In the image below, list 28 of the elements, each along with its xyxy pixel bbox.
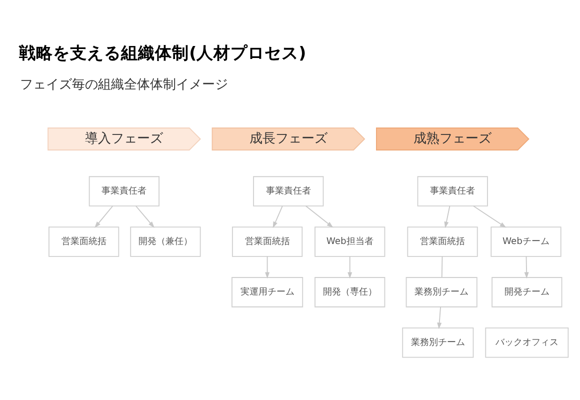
node-box: Webチーム (490, 226, 562, 257)
arrow (437, 306, 442, 330)
diagram-title: 戦略を支える組織体制(人材プロセス) (19, 44, 306, 63)
node-box: 実運用チーム (232, 277, 304, 308)
arrow (348, 256, 352, 279)
node-box: 業務別チーム (406, 277, 478, 308)
node-box: バックオフィス (485, 328, 569, 358)
node-box: 開発チーム (492, 277, 562, 308)
arrow (524, 256, 529, 279)
node-box: 事業責任者 (253, 176, 324, 206)
label: フェイズ毎の組織全体体制イメージ (20, 77, 228, 92)
node-box: 事業責任者 (417, 176, 488, 206)
arrow (265, 256, 270, 279)
node-box: 事業責任者 (88, 176, 160, 206)
node-box: 業務別チーム (402, 328, 474, 358)
arrow (472, 206, 506, 228)
connector (441, 256, 443, 278)
arrow (305, 206, 334, 228)
node-box: Web担当者 (314, 226, 386, 257)
arrow (94, 206, 114, 228)
arrow (272, 206, 283, 228)
node-box: 営業面統括 (407, 226, 478, 257)
node-box: 開発（兼任） (130, 226, 201, 257)
arrow (135, 206, 154, 228)
node-box: 営業面統括 (48, 226, 120, 257)
arrow (444, 206, 450, 228)
node-box: 開発（専任） (314, 277, 386, 308)
node-box: 営業面統括 (232, 226, 303, 257)
